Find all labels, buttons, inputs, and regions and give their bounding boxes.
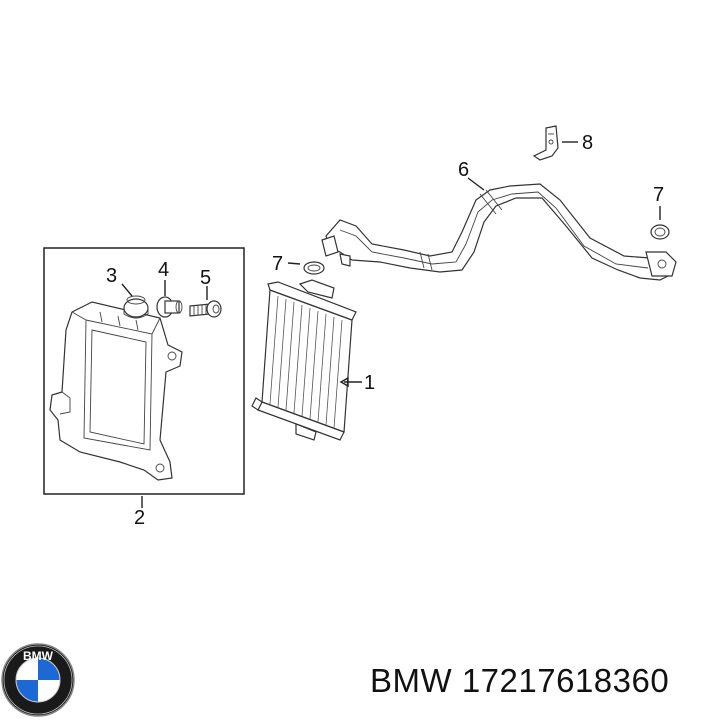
leader-3 [121, 283, 133, 297]
callout-6: 6 [458, 159, 469, 181]
leader-6 [467, 177, 485, 191]
part-7-seal-ring-left [303, 261, 325, 275]
caption-part-number: 17217618360 [461, 662, 670, 699]
part-3-grommet [123, 295, 149, 319]
callout-4: 4 [158, 259, 169, 281]
part-caption: BMW 17217618360 [370, 662, 669, 700]
leader-lines [121, 141, 661, 508]
callout-5: 5 [200, 267, 211, 289]
bmw-logo-text: BMW [23, 649, 54, 663]
bmw-logo: BMW [1, 643, 75, 717]
part-4-bushing [156, 296, 183, 318]
part-5-bolt [189, 300, 222, 318]
part-2-bracket-frame [49, 301, 183, 481]
callout-7-left: 7 [272, 253, 283, 275]
callout-7-right: 7 [653, 184, 664, 206]
part-7-seal-ring-right [650, 224, 670, 240]
caption-brand: BMW [370, 662, 453, 699]
part-1-oil-cooler [251, 279, 357, 441]
inset-box [43, 247, 245, 495]
part-6-oil-lines [321, 183, 677, 281]
part-8-clip-bracket [532, 125, 559, 161]
callout-8: 8 [582, 132, 593, 154]
callout-3: 3 [106, 265, 117, 287]
callout-1: 1 [364, 372, 375, 394]
callout-2: 2 [134, 507, 145, 529]
leader-7a [287, 262, 301, 265]
